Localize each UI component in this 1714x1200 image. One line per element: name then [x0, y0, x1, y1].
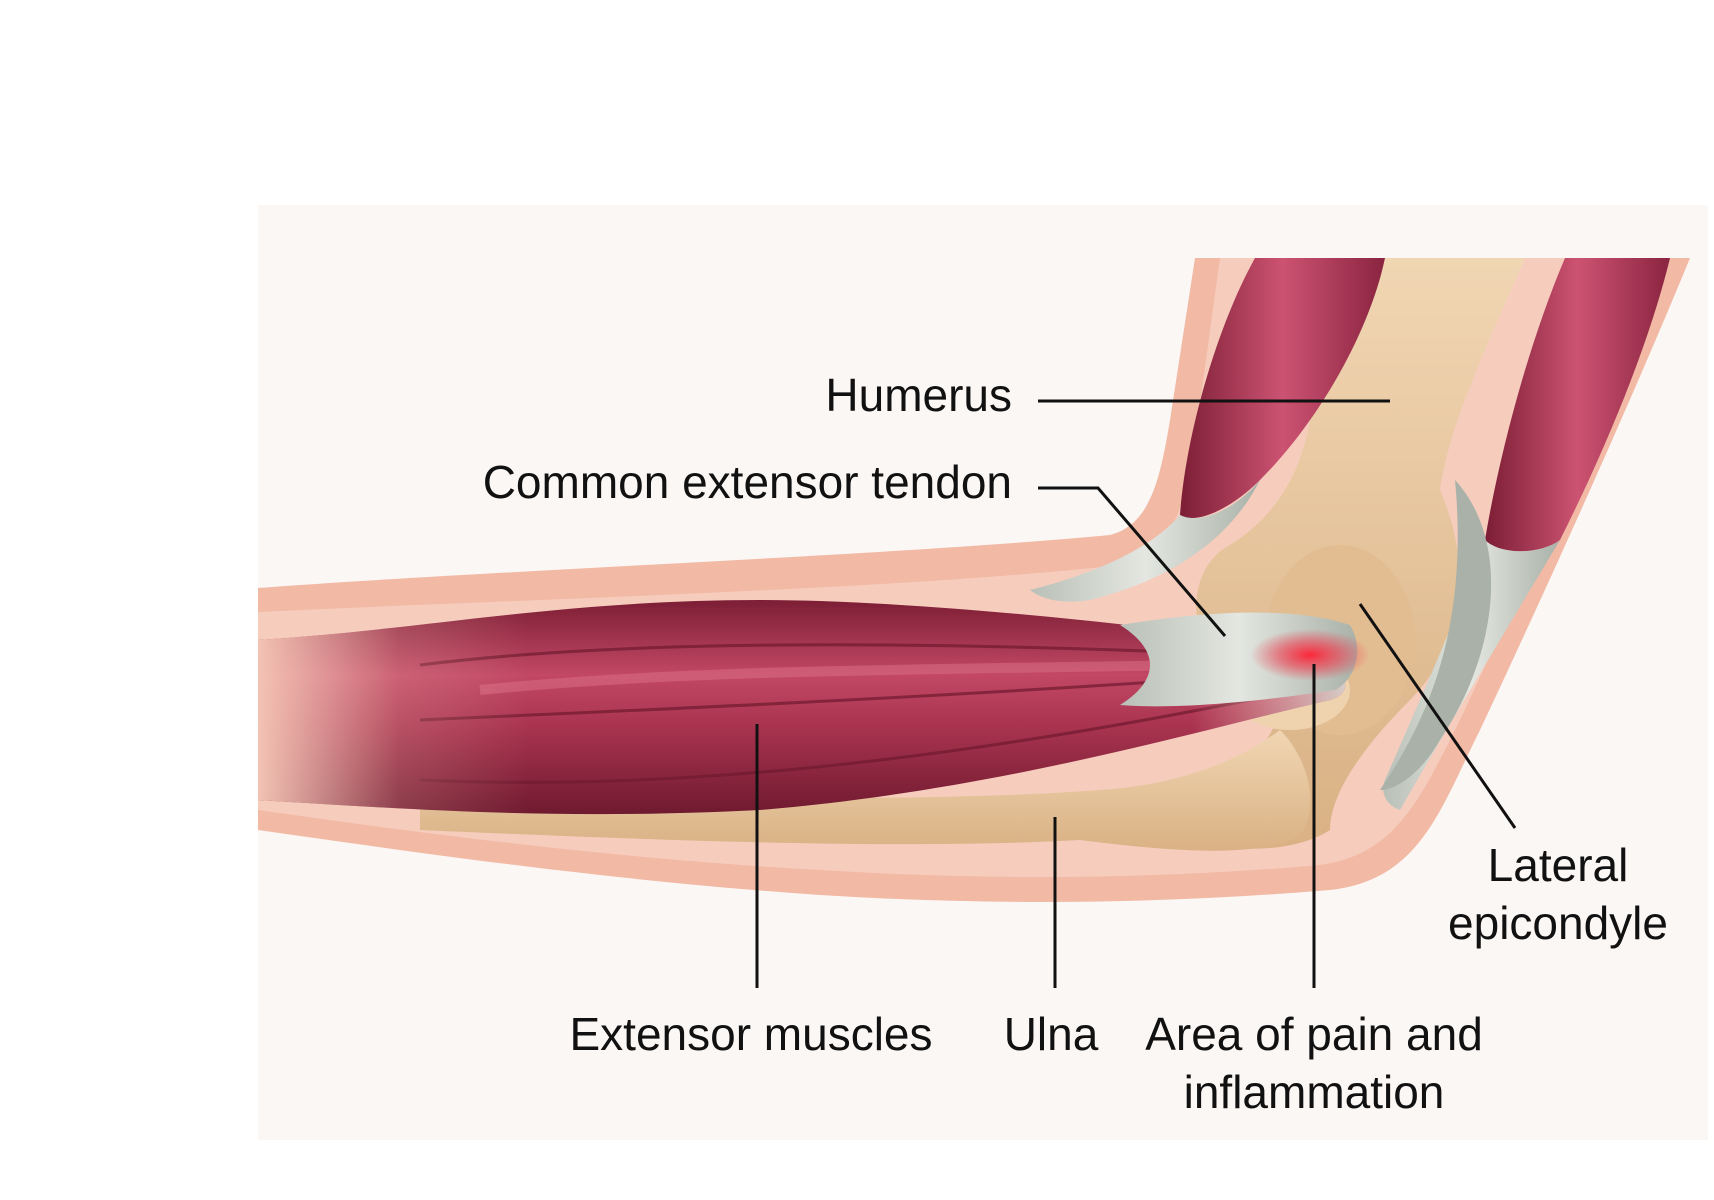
leader-lateral-epicondyle — [1358, 603, 1517, 829]
leader-common-extensor-tendon — [1038, 486, 1227, 637]
label-humerus: Humerus — [825, 369, 1012, 421]
label-lateral-epicondyle-line2: epicondyle — [1448, 897, 1668, 949]
label-ulna: Ulna — [1003, 1008, 1099, 1060]
curved-ligament — [1380, 480, 1492, 790]
ulna-bone — [420, 730, 1311, 851]
label-extensor-muscles: Extensor muscles — [569, 1008, 933, 1060]
label-lateral-epicondyle-line1: Lateral — [1487, 839, 1629, 891]
label-area-of-pain-line1: Area of pain and — [1145, 1008, 1483, 1060]
label-lateral-epicondyle: Lateral epicondyle — [1448, 836, 1668, 952]
extensor-muscle-fade — [258, 600, 1346, 815]
label-area-of-pain-line2: inflammation — [1183, 1066, 1445, 1118]
upper-arm-muscle-front — [1180, 258, 1385, 519]
inflammation-area — [1250, 629, 1370, 681]
upper-tendon-front — [1030, 480, 1260, 602]
upper-arm-muscle-back — [1485, 258, 1670, 552]
label-common-extensor-tendon: Common extensor tendon — [482, 456, 1012, 508]
leader-lines — [755, 399, 1517, 988]
label-area-of-pain: Area of pain and inflammation — [1145, 1005, 1483, 1121]
